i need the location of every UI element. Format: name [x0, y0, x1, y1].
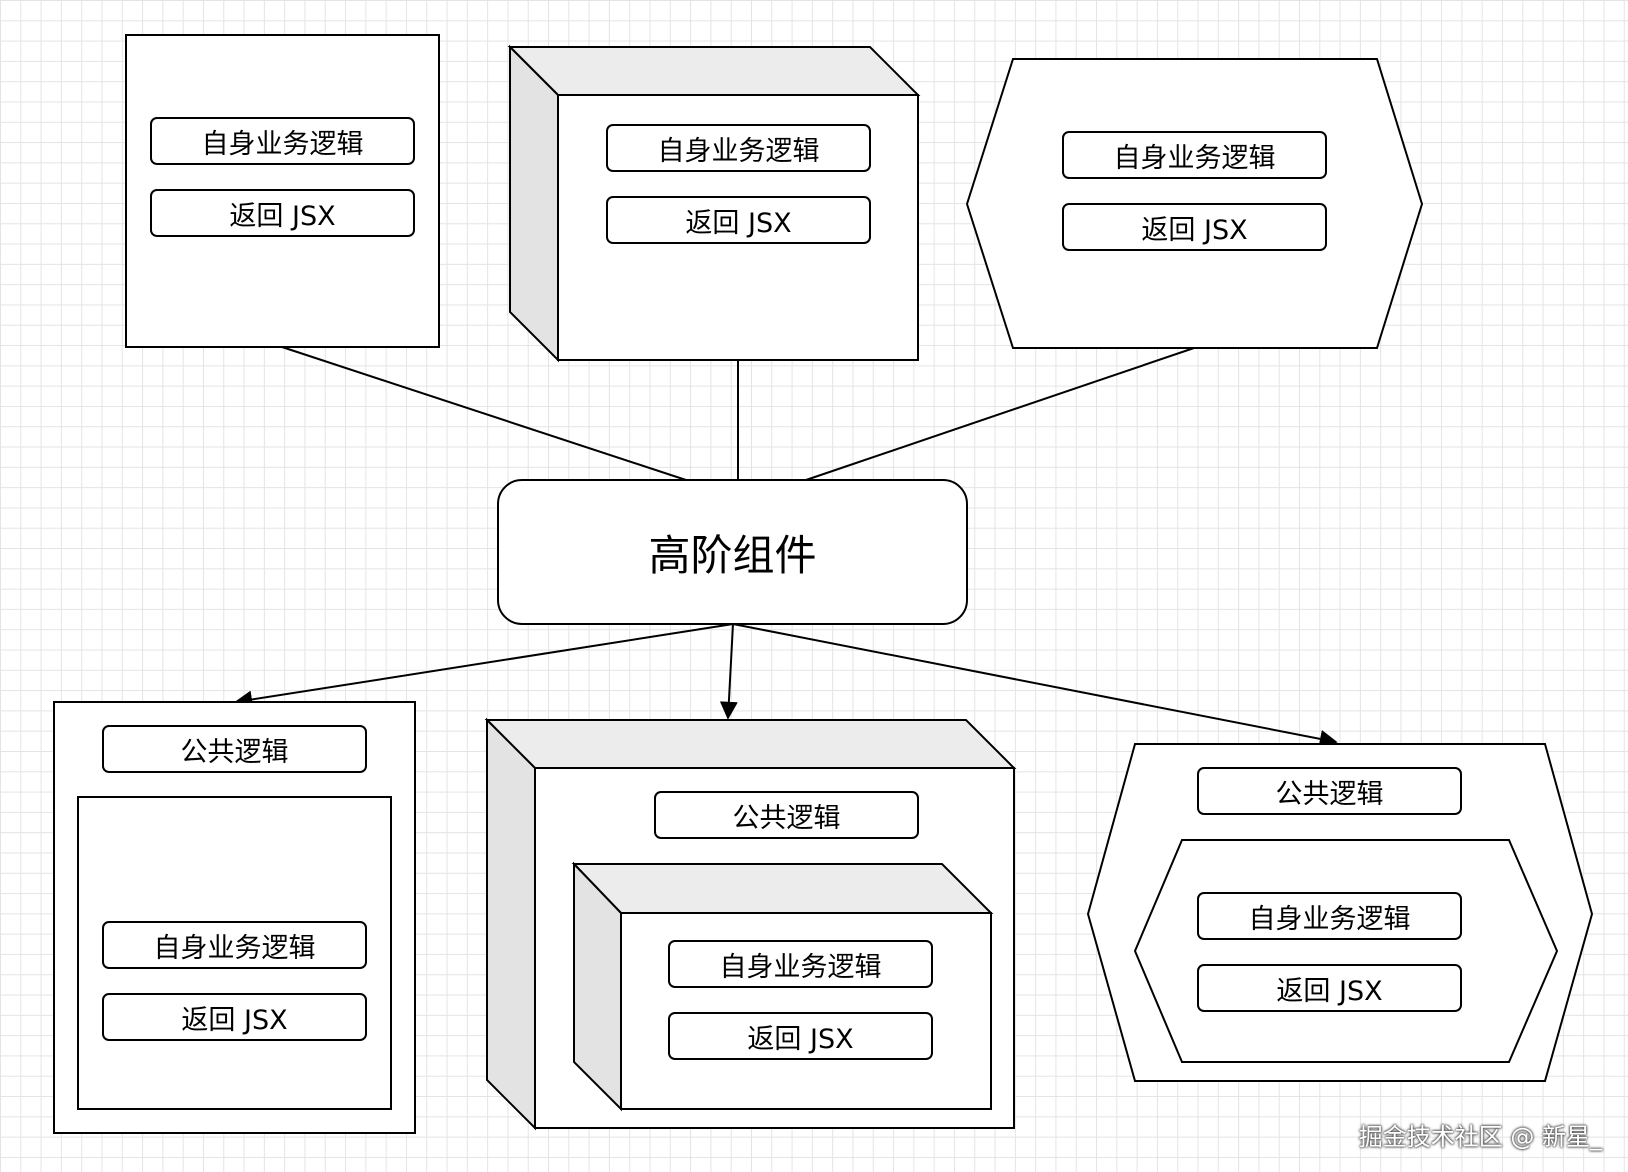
bottom-hexagon-inner — [1133, 839, 1559, 1063]
edge-top-right — [805, 347, 1195, 481]
top-hexagon-business-logic-label: 自身业务逻辑 — [1062, 131, 1327, 179]
hoc-label: 高阶组件 — [648, 530, 817, 580]
bottom-rectangle-business-logic-label: 自身业务逻辑 — [102, 921, 367, 969]
edge-top-left — [281, 346, 687, 481]
hoc-node — [497, 479, 968, 625]
bottom-rectangle-return-jsx-label: 返回 JSX — [102, 993, 367, 1041]
top-rectangle-business-logic-label: 自身业务逻辑 — [150, 117, 415, 165]
bottom-hexagon-business-logic-label: 自身业务逻辑 — [1197, 892, 1462, 940]
bottom-cube-business-logic-label: 自身业务逻辑 — [668, 940, 933, 988]
top-cube-return-jsx-label: 返回 JSX — [606, 196, 871, 244]
watermark: 掘金技术社区 @ 新星_ — [1358, 1123, 1602, 1151]
top-rectangle-return-jsx-label: 返回 JSX — [150, 189, 415, 237]
bottom-rectangle-common-logic-label: 公共逻辑 — [102, 725, 367, 773]
arrow-bottom-left — [234, 623, 734, 709]
top-hexagon-return-jsx-label: 返回 JSX — [1062, 203, 1327, 251]
top-cube-business-logic-label: 自身业务逻辑 — [606, 124, 871, 172]
bottom-cube-return-jsx-label: 返回 JSX — [668, 1012, 933, 1060]
arrow-bottom-right — [732, 623, 1338, 748]
bottom-cube-common-logic-label: 公共逻辑 — [654, 791, 919, 839]
bottom-hexagon-common-logic-label: 公共逻辑 — [1197, 767, 1462, 815]
arrow-bottom-middle — [719, 623, 738, 720]
bottom-hexagon-return-jsx-label: 返回 JSX — [1197, 964, 1462, 1012]
